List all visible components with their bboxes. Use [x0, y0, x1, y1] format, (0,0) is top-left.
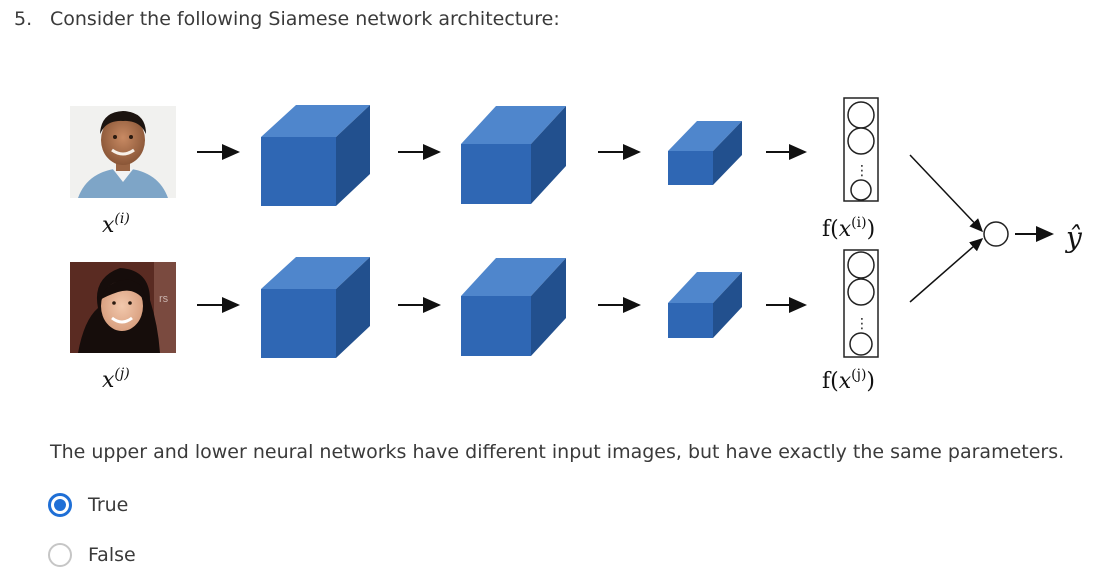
lower-encoding-vector: [843, 249, 879, 358]
radio-true[interactable]: [48, 493, 72, 517]
upper-encoding-vector: [843, 97, 879, 202]
option-false-label: False: [88, 544, 136, 566]
upper-input-label: x(i): [102, 211, 130, 238]
lower-face-photo: rs: [70, 262, 176, 353]
question-statement: The upper and lower neural networks have…: [50, 441, 1065, 463]
option-true-label: True: [88, 494, 129, 516]
option-false[interactable]: False: [48, 543, 136, 567]
lower-input-label: x(j): [102, 366, 130, 393]
upper-face-photo: [70, 106, 176, 198]
lower-conv-block-3: [668, 272, 742, 338]
svg-text:rs: rs: [159, 293, 169, 305]
lower-vector-ellipsis: ⋮: [855, 316, 869, 332]
lower-conv-block-2: [461, 258, 566, 356]
upper-encoding-label: f(x(i)): [822, 215, 875, 242]
lower-encoding-label: f(x(j)): [822, 367, 875, 394]
question-number: 5.: [14, 8, 33, 30]
question-header: 5. Consider the following Siamese network…: [14, 8, 560, 30]
upper-conv-block-3: [668, 121, 742, 185]
siamese-network-diagram: rs x(i) x(j): [70, 97, 1083, 394]
upper-conv-block-1: [261, 105, 370, 206]
merge-line-lower: [909, 238, 984, 303]
merge-line-upper: [909, 154, 984, 233]
upper-vector-ellipsis: ⋮: [855, 163, 869, 179]
output-label: ŷ: [1064, 221, 1083, 254]
output-node: [983, 221, 1009, 247]
question-text: Consider the following Siamese network a…: [50, 8, 560, 30]
lower-conv-block-1: [261, 257, 370, 358]
option-true[interactable]: True: [48, 493, 128, 517]
upper-conv-block-2: [461, 106, 566, 204]
radio-false[interactable]: [48, 543, 72, 567]
